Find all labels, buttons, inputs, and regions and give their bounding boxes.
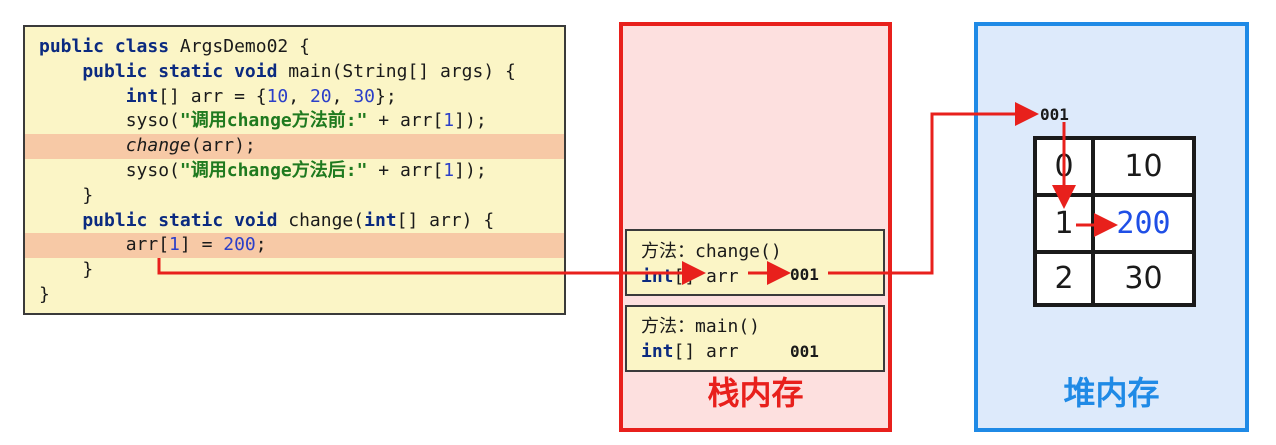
array-value-0: 10: [1124, 149, 1163, 184]
arrow-code-to-stack-frame: [157, 258, 706, 285]
frame-change-method: 方法：change(): [641, 241, 782, 262]
array-column-divider: [1091, 140, 1095, 303]
stack-frame-main: 方法：main() int[] arr: [625, 305, 885, 372]
code-token: }: [39, 284, 50, 305]
frame-change-address: 001: [790, 265, 819, 284]
frame-main-var-type: int: [641, 341, 674, 362]
frame-main-var-name: [] arr: [673, 341, 739, 362]
code-line: public class ArgsDemo02 {: [39, 34, 310, 59]
code-token: int: [125, 85, 159, 107]
frame-main-var: int[] arr: [641, 340, 739, 364]
code-token: + arr[: [367, 160, 444, 181]
heap-memory-title: 堆内存: [1063, 374, 1160, 412]
code-line: syso("调用change方法后:" + arr[1]);: [39, 158, 487, 183]
code-token: }: [39, 259, 94, 281]
code-token: ,: [331, 85, 354, 107]
code-token: + arr[: [367, 110, 444, 132]
code-token: [] arr) {: [396, 209, 495, 231]
code-token: 1: [169, 234, 180, 256]
highlight-change-call: [25, 134, 564, 159]
code-token: syso(: [39, 160, 180, 181]
code-token: (arr);: [190, 135, 256, 157]
array-index-1: 1: [1054, 206, 1074, 241]
code-token: };: [375, 85, 397, 107]
arrow-stack-to-heap: [828, 102, 1039, 275]
code-token: public class: [39, 36, 180, 57]
code-line: syso("调用change方法前:" + arr[1]);: [39, 108, 487, 133]
code-token: change(: [288, 209, 365, 231]
code-token: 200: [223, 234, 256, 256]
code-token: 1: [443, 160, 455, 181]
code-token: int: [364, 209, 397, 231]
frame-main-method: 方法：main(): [641, 316, 761, 337]
code-token: ArgsDemo02 {: [179, 36, 310, 57]
code-token: ,: [288, 85, 310, 107]
code-token: public static void: [39, 60, 289, 82]
code-token: "调用change方法前:": [179, 110, 368, 132]
code-token: [] arr = {: [158, 85, 267, 107]
array-row-divider-2: [1037, 250, 1192, 254]
code-line: int[] arr = {10, 20, 30};: [39, 84, 397, 109]
frame-main-address: 001: [790, 342, 819, 361]
stack-memory-title: 栈内存: [707, 374, 804, 412]
code-token: public static void: [39, 209, 289, 231]
code-line: public static void main(String[] args) {: [39, 59, 516, 84]
code-token: ;: [255, 234, 267, 256]
code-line: arr[1] = 200;: [39, 232, 267, 257]
code-line: change(arr);: [39, 133, 256, 158]
array-value-2: 30: [1124, 261, 1163, 296]
code-line: }: [39, 257, 93, 282]
code-token: 20: [309, 85, 332, 107]
code-line: }: [39, 282, 50, 307]
code-token: arr[: [39, 234, 170, 256]
code-token: change: [125, 135, 191, 157]
code-token: "调用change方法后:": [179, 160, 368, 181]
heap-array-address: 001: [1040, 105, 1069, 124]
code-token: syso(: [39, 110, 180, 132]
array-index-2: 2: [1054, 261, 1074, 296]
code-line: }: [39, 183, 93, 208]
code-token: ]);: [454, 110, 487, 132]
array-row-divider-1: [1037, 193, 1192, 197]
code-line: public static void change(int[] arr) {: [39, 208, 494, 233]
frame-change-var-type: int: [641, 266, 674, 287]
code-token: ]);: [454, 160, 487, 181]
code-token: 1: [443, 110, 455, 132]
code-token: ] =: [179, 234, 224, 256]
code-token: main(String[] args) {: [288, 60, 516, 82]
code-token: 30: [353, 85, 376, 107]
highlight-assignment: [25, 233, 564, 258]
code-token: }: [39, 184, 94, 206]
code-token: 10: [266, 85, 289, 107]
code-panel: public class ArgsDemo02 { public static …: [23, 25, 566, 315]
array-value-1: 200: [1116, 206, 1171, 241]
stack-frame-change: 方法：change() int[] arr: [625, 229, 885, 296]
